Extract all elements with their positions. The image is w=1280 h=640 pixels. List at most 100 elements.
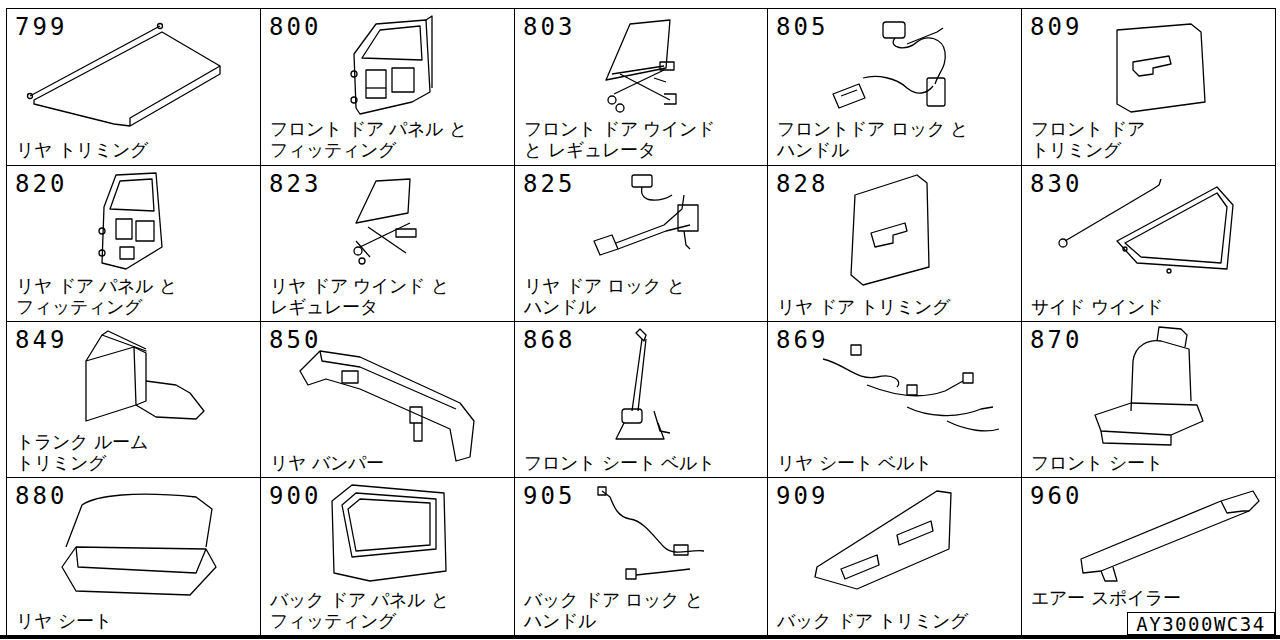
callout-number: 799 xyxy=(15,14,67,40)
front-seat-figure xyxy=(1095,327,1203,445)
catalog-cell: 869リヤ シート ベルト xyxy=(767,321,1022,478)
rear-window-regulator-figure-line xyxy=(359,258,365,264)
rear-door-trim-figure-line xyxy=(851,175,929,285)
part-name: フロントドア ロック と ハンドル xyxy=(777,118,984,160)
front-door-trim-figure-line xyxy=(1133,56,1171,76)
back-door-lock-figure xyxy=(598,487,704,579)
rear-door-panel-figure-line xyxy=(116,219,132,239)
rear-bumper-figure-line xyxy=(320,351,456,409)
trunk-trim-figure xyxy=(86,331,204,421)
front-belt-figure-line xyxy=(616,423,664,439)
callout-number: 905 xyxy=(523,483,575,509)
rear-seat-figure-line xyxy=(76,547,206,573)
rear-bumper-figure xyxy=(300,351,474,461)
rear-window-regulator-figure-line xyxy=(354,247,362,255)
side-window-figure-line xyxy=(1123,247,1127,251)
catalog-cell: 800 フロント ドア パネル と フィッティング xyxy=(260,8,515,166)
part-name: リヤ ドア ロック と ハンドル xyxy=(524,275,704,317)
front-door-panel-figure xyxy=(351,16,432,114)
back-door-trim-figure-line xyxy=(841,555,879,579)
front-lock-handle-figure-line xyxy=(883,22,905,38)
front-door-panel-figure-line xyxy=(351,71,357,77)
front-window-regulator-figure-line xyxy=(664,94,676,104)
rear-belt-figure-line xyxy=(823,359,899,387)
callout-number: 820 xyxy=(15,171,67,197)
side-window-figure-line xyxy=(1125,193,1227,263)
catalog-cell: 909バック ドア トリミング xyxy=(767,477,1022,636)
part-name: フロント ドア パネル と フィッティング xyxy=(270,118,486,160)
rear-door-panel-figure-line xyxy=(99,250,105,256)
front-lock-handle-figure-line xyxy=(863,76,933,93)
rear-lock-handle-figure-line xyxy=(632,175,652,187)
rear-seat-figure-line xyxy=(66,494,212,547)
rear-door-panel-figure-line xyxy=(120,247,134,259)
front-door-panel-figure-line xyxy=(354,20,430,114)
front-door-panel-figure-line xyxy=(351,97,357,103)
front-window-regulator-figure xyxy=(606,20,676,112)
air-spoiler-figure-line xyxy=(1101,567,1117,581)
front-lock-handle-figure-line xyxy=(927,78,945,106)
callout-number: 800 xyxy=(269,14,321,40)
catalog-cell: 809フロント ドア トリミング xyxy=(1021,8,1276,166)
trunk-trim-figure-line xyxy=(86,347,136,421)
catalog-cell: 823リヤ ドア ウインド と レギュレータ xyxy=(260,165,515,322)
front-window-regulator-figure-line xyxy=(616,104,624,112)
rear-belt-figure-line xyxy=(963,373,973,383)
rear-bumper-figure-line xyxy=(414,423,422,441)
drawing-id-box: AY3000WC34 xyxy=(1127,612,1275,635)
catalog-cell: 905バック ドア ロック と ハンドル xyxy=(514,477,768,636)
front-belt-figure-line xyxy=(632,339,646,411)
front-window-regulator-figure-line xyxy=(606,20,670,80)
part-name: リヤ ドア トリミング xyxy=(777,296,950,317)
rear-door-panel-figure-line xyxy=(136,221,154,241)
trunk-trim-figure-line xyxy=(134,347,146,405)
trunk-trim-figure-line xyxy=(136,381,204,419)
rear-bumper-figure-line xyxy=(300,351,474,461)
rear-trim-figure-line xyxy=(34,32,220,126)
part-name: フロント シート xyxy=(1031,452,1163,473)
front-door-panel-figure-line xyxy=(392,68,414,92)
callout-number: 828 xyxy=(776,171,828,197)
catalog-cell: 803フロント ドア ウインド と レギュレータ xyxy=(514,8,768,166)
front-lock-handle-figure-line xyxy=(893,38,945,84)
rear-door-panel-figure-line xyxy=(102,173,162,269)
part-name: リヤ ドア ウインド と レギュレータ xyxy=(270,275,468,317)
front-seat-figure-line xyxy=(1095,403,1203,435)
catalog-cell: 799リヤ トリミング xyxy=(6,8,261,166)
back-door-trim-figure-line xyxy=(897,521,933,545)
back-door-lock-figure-line xyxy=(602,491,704,552)
rear-trim-figure-line xyxy=(28,94,33,99)
rear-door-panel-figure-line xyxy=(99,228,105,234)
callout-number: 909 xyxy=(776,483,828,509)
rear-belt-figure-line xyxy=(851,345,861,355)
back-door-panel-figure xyxy=(332,485,446,581)
rear-window-regulator-figure xyxy=(354,179,416,264)
front-lock-handle-figure-line xyxy=(841,90,857,96)
rear-lock-handle-figure-line xyxy=(678,205,698,231)
callout-number: 960 xyxy=(1030,483,1082,509)
back-door-lock-figure-line xyxy=(674,545,688,555)
catalog-cell: 820 リヤ ドア パネル と フィッティング xyxy=(6,165,261,322)
callout-number: 850 xyxy=(269,327,321,353)
part-name: リヤ ドア パネル と フィッティング xyxy=(16,275,196,317)
rear-lock-handle-figure-line xyxy=(594,235,618,255)
callout-number: 830 xyxy=(1030,171,1082,197)
side-window-figure-line xyxy=(1167,269,1171,273)
part-name: リヤ バンパー xyxy=(270,452,384,473)
callout-number: 805 xyxy=(776,14,828,40)
back-door-lock-figure-line xyxy=(598,487,606,495)
rear-door-panel-figure-line xyxy=(110,179,154,211)
callout-number: 825 xyxy=(523,171,575,197)
catalog-cell: 828 リヤ ドア トリミング xyxy=(767,165,1022,322)
back-door-trim-figure-line xyxy=(815,491,951,589)
side-window-figure xyxy=(1059,179,1233,273)
catalog-cell: 849トランク ルーム トリミング xyxy=(6,321,261,478)
side-window-figure-line xyxy=(1153,179,1161,189)
side-window-figure-line xyxy=(1059,239,1067,247)
catalog-cell: 870フロント シート xyxy=(1021,321,1276,478)
callout-number: 880 xyxy=(15,483,67,509)
rear-lock-handle-figure-line xyxy=(642,187,672,200)
rear-lock-handle-figure-line xyxy=(618,225,690,249)
